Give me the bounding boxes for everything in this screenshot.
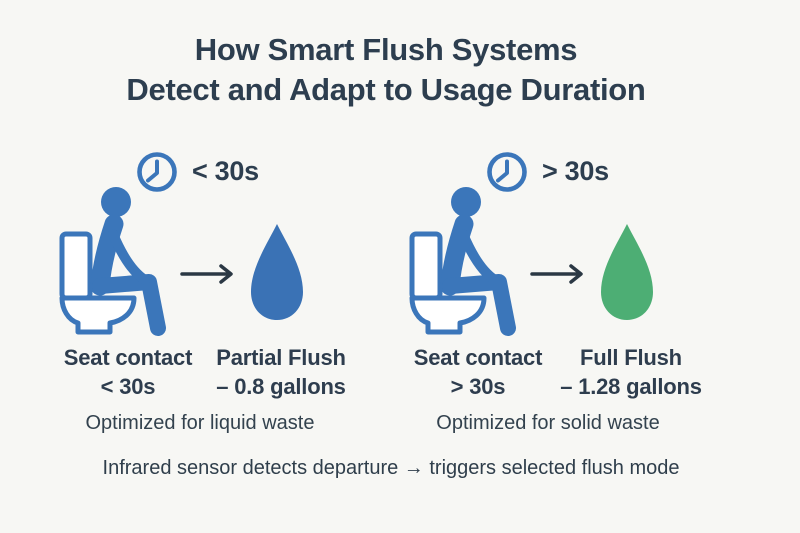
- flush-line-1: Partial Flush: [216, 345, 346, 370]
- clock-icon: [137, 152, 177, 192]
- flush-caption: Full Flush – 1.28 gallons: [540, 343, 722, 401]
- person-on-toilet-icon: [409, 187, 516, 336]
- arrow-right-icon: [530, 264, 583, 284]
- seat-contact-caption: Seat contact > 30s: [390, 343, 566, 401]
- clock-icon: [487, 152, 527, 192]
- seat-contact-line-1: Seat contact: [63, 345, 193, 370]
- page-title: How Smart Flush Systems Detect and Adapt…: [0, 30, 772, 110]
- scenario-short-duration: < 30s Seat contact < 30s Partial Flush –…: [40, 140, 400, 425]
- water-drop-icon: [601, 224, 653, 320]
- person-on-toilet-icon: [59, 187, 166, 336]
- seat-contact-caption: Seat contact < 30s: [40, 343, 216, 401]
- optimized-note-liquid: Optimized for liquid waste: [85, 412, 315, 434]
- scenario-long-duration: > 30s Seat contact > 30s Full Flush – 1.…: [390, 140, 750, 425]
- duration-label: < 30s: [192, 156, 259, 186]
- water-drop-icon: [251, 224, 303, 320]
- flush-line-1: Full Flush: [580, 345, 682, 370]
- water-drop-shape: [251, 224, 303, 320]
- flush-line-2: – 1.28 gallons: [560, 374, 702, 399]
- title-line-1: How Smart Flush Systems: [194, 32, 578, 67]
- water-drop-shape: [601, 224, 653, 320]
- flush-line-2: – 0.8 gallons: [216, 374, 346, 399]
- optimized-note-solid: Optimized for solid waste: [436, 412, 660, 434]
- footer-sensor-note: Infrared sensor detects departure → trig…: [102, 457, 680, 479]
- duration-label: > 30s: [542, 156, 609, 186]
- seat-contact-line-1: Seat contact: [413, 345, 543, 370]
- flush-caption: Partial Flush – 0.8 gallons: [190, 343, 372, 401]
- seat-contact-line-2: < 30s: [100, 374, 156, 399]
- title-line-2: Detect and Adapt to Usage Duration: [126, 72, 646, 107]
- seat-contact-line-2: > 30s: [450, 374, 506, 399]
- arrow-right-icon: [180, 264, 233, 284]
